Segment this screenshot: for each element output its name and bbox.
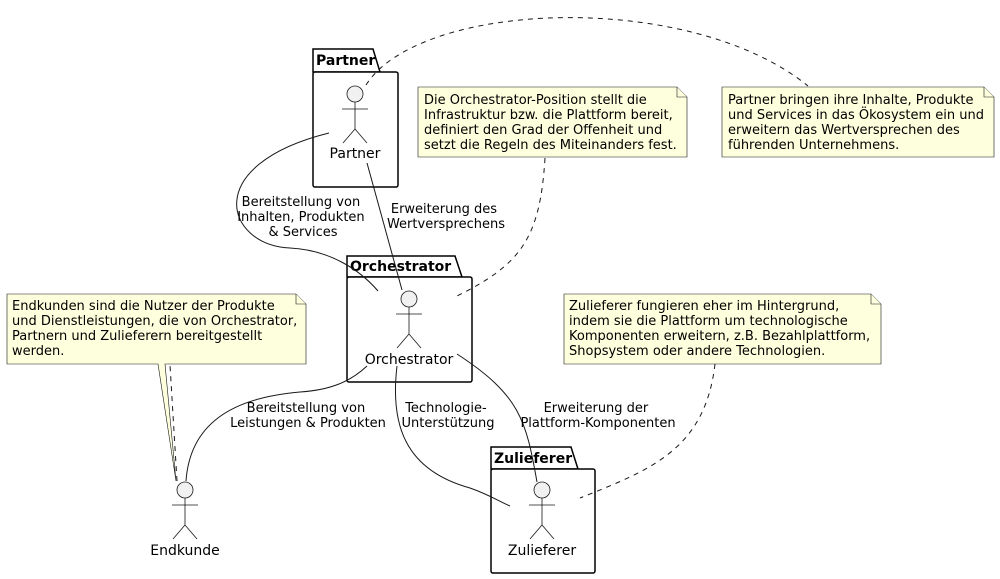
note-zulieferer-text: Zulieferer fungieren eher im Hintergrund… xyxy=(569,299,874,359)
actor-partner: Partner xyxy=(330,85,381,162)
actor-partner-icon xyxy=(342,85,368,144)
actor-endkunde-label: Endkunde xyxy=(150,543,220,559)
actor-endkunde-icon xyxy=(172,481,198,540)
package-orchestrator: Orchestrator xyxy=(346,255,473,383)
actor-partner-label: Partner xyxy=(330,146,381,162)
note-endkunde: Endkunden sind die Nutzer der Produkte u… xyxy=(6,293,307,482)
actor-orchestrator: Orchestrator xyxy=(365,290,454,368)
actor-zulieferer: Zulieferer xyxy=(508,481,576,559)
edge-label-orchestrator-zulieferer-tech: Technologie- Unterstützung xyxy=(402,401,495,431)
note-zulieferer: Zulieferer fungieren eher im Hintergrund… xyxy=(563,293,882,365)
note-connector-partner xyxy=(365,17,809,87)
edge-label-partner-orchestrator-left: Bereitstellung von Inhalten, Produkten &… xyxy=(237,195,369,240)
edge-label-orchestrator-endkunde: Bereitstellung von Leistungen & Produkte… xyxy=(230,401,386,431)
edge-partner-orchestrator-left xyxy=(236,132,379,292)
note-connector-zulieferer xyxy=(579,363,716,499)
note-partner: Partner bringen ihre Inhalte, Produkte u… xyxy=(721,86,995,158)
note-orchestrator: Die Orchestrator-Position stellt die Inf… xyxy=(417,86,688,158)
note-orchestrator-text: Die Orchestrator-Position stellt die Inf… xyxy=(424,93,677,153)
package-orchestrator-title: Orchestrator xyxy=(350,259,451,275)
actor-zulieferer-icon xyxy=(529,481,555,540)
edge-orchestrator-zulieferer-tech xyxy=(394,365,511,507)
note-partner-text: Partner bringen ihre Inhalte, Produkte u… xyxy=(728,93,988,153)
edge-label-partner-orchestrator-right: Erweiterung des Wertversprechens xyxy=(387,202,505,232)
actor-orchestrator-label: Orchestrator xyxy=(365,352,454,368)
note-endkunde-text: Endkunden sind die Nutzer der Produkte u… xyxy=(12,299,301,359)
edge-orchestrator-endkunde xyxy=(185,365,368,482)
note-connector-orchestrator xyxy=(454,157,546,298)
edge-orchestrator-zulieferer-platform xyxy=(456,353,538,483)
actor-orchestrator-icon xyxy=(396,290,422,349)
package-zulieferer: Zulieferer xyxy=(490,446,596,574)
edge-label-orchestrator-zulieferer-platform: Erweiterung der Plattform-Komponenten xyxy=(520,401,675,431)
edge-partner-orchestrator-right xyxy=(366,162,403,291)
package-partner-title: Partner xyxy=(316,53,375,69)
package-partner: Partner xyxy=(312,48,399,188)
actor-zulieferer-label: Zulieferer xyxy=(508,543,576,559)
actor-endkunde: Endkunde xyxy=(150,481,220,559)
